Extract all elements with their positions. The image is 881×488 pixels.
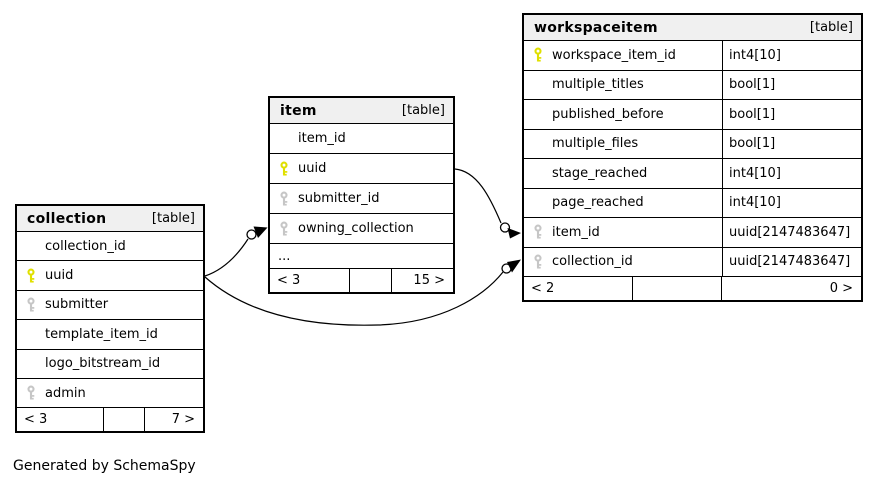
footer-parents-count: < 3 [277,273,301,288]
table-badge: [table] [809,20,853,35]
foreign-key-icon [25,385,37,401]
column-name: uuid [298,161,327,176]
column-row-template_item_id: template_item_id [17,320,203,350]
table-collection-footer: < 3 7 > [17,408,203,432]
footer-children-count: 7 > [171,412,195,428]
table-workspaceitem-footer: < 2 0 > [524,277,861,300]
column-name: published_before [552,106,664,122]
footer-parents-count: < 3 [24,412,48,428]
table-name: item [280,102,317,119]
primary-key-icon [25,268,37,283]
column-type: bool[1] [722,100,861,129]
column-name: item_id [552,224,600,240]
arrowhead-icon [507,228,521,239]
arrowhead-icon [507,259,521,273]
column-type: uuid[2147483647] [722,247,861,276]
arrowhead-icon [253,226,268,238]
column-row-logo_bitstream_id: logo_bitstream_id [17,350,203,379]
column-name: stage_reached [552,165,648,181]
column-name: submitter [45,297,109,313]
column-name: multiple_files [552,136,639,152]
column-row-collection_id: collection_id [17,232,203,262]
table-item-header[interactable]: item [table] [270,98,453,124]
footer-spacer [103,408,145,432]
column-type: bool[1] [722,70,861,99]
column-name: multiple_titles [552,77,644,93]
column-row-owning_collection: owning_collection [270,214,453,244]
column-name: item_id [298,131,346,146]
footer-spacer [632,277,722,300]
table-badge: [table] [401,103,445,118]
generated-by-note: Generated by SchemaSpy [13,458,196,474]
table-collection-header[interactable]: collection [table] [17,206,203,232]
column-type: int4[10] [722,41,861,70]
column-type: uuid[2147483647] [722,218,861,247]
column-type: int4[10] [722,188,861,217]
table-item-footer: < 3 15 > [270,269,453,292]
footer-children-count: 0 > [829,281,853,296]
column-name: workspace_item_id [552,47,676,63]
column-row-multiple_titles: multiple_titles bool[1] [524,70,861,100]
column-name: collection_id [552,254,633,270]
foreign-key-icon [278,221,290,236]
column-row-submitter: submitter [17,291,203,321]
column-row-stage_reached: stage_reached int4[10] [524,159,861,189]
foreign-key-icon [532,224,544,240]
column-type: bool[1] [722,129,861,158]
relationship-collection-item [204,226,268,277]
column-row-submitter_id: submitter_id [270,184,453,214]
column-name: uuid [45,268,74,284]
table-workspaceitem-header[interactable]: workspaceitem [table] [524,15,861,41]
relationship-item-workspaceitem [454,168,521,239]
table-badge: [table] [151,211,195,226]
table-name: collection [27,210,107,227]
column-name: collection_id [45,238,126,254]
table-name: workspaceitem [534,19,658,36]
primary-key-icon [278,161,290,176]
column-row-multiple_files: multiple_files bool[1] [524,129,861,159]
column-row-collection_id: collection_id uuid[2147483647] [524,247,861,277]
column-name: template_item_id [45,326,158,342]
column-row-published_before: published_before bool[1] [524,100,861,130]
column-row-uuid: uuid [17,261,203,291]
foreign-key-icon [25,297,37,312]
column-row-item_id: item_id [270,124,453,154]
column-name: admin [45,385,86,401]
column-name: logo_bitstream_id [45,356,161,372]
column-row-page_reached: page_reached int4[10] [524,188,861,218]
column-row-item_id: item_id uuid[2147483647] [524,218,861,248]
column-name: owning_collection [298,221,414,236]
column-row-uuid: uuid [270,154,453,184]
footer-children-count: 15 > [413,273,445,288]
column-type: int4[10] [722,159,861,188]
footer-parents-count: < 2 [531,281,555,296]
ellipsis-label: ... [278,248,291,264]
column-row-admin: admin [17,379,203,409]
foreign-key-icon [278,191,290,206]
more-columns-row: ... [270,244,453,269]
column-name: page_reached [552,195,644,211]
column-row-workspace_item_id: workspace_item_id int4[10] [524,41,861,71]
column-name: submitter_id [298,191,380,206]
zero-or-one-circle [246,229,257,240]
zero-or-one-circle [499,222,511,233]
foreign-key-icon [532,254,544,269]
relationship-collection-workspaceitem [204,259,521,326]
primary-key-icon [532,47,544,63]
footer-spacer [349,269,392,292]
